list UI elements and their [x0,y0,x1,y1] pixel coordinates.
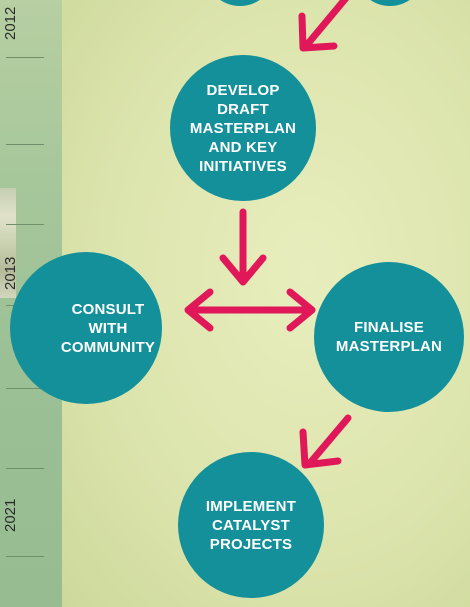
finalise-node-label: FINALISE MASTERPLAN [335,319,443,355]
timeline-tick [6,556,44,557]
timeline-tick [6,388,44,389]
timeline-tick [6,468,44,469]
consult-node-label: CONSULT WITH COMMUNITY [60,300,156,356]
finalise-masterplan-node: FINALISE MASTERPLAN [314,262,464,412]
develop-draft-masterplan-node: DEVELOP DRAFT MASTERPLAN AND KEY INITIAT… [170,55,316,201]
previous-step-left-node [205,0,275,6]
arrow-to-develop [298,0,349,52]
develop-node-label: DEVELOP DRAFT MASTERPLAN AND KEY INITIAT… [189,81,297,175]
implement-catalyst-node: IMPLEMENT CATALYST PROJECTS [178,452,324,598]
previous-step-right-node [355,0,425,6]
timeline-tick [6,144,44,145]
arrow-consult-finalise [184,288,316,332]
arrow-to-implement [299,414,352,469]
consult-community-node: CONSULT WITH COMMUNITY [10,252,162,404]
timeline-tick [6,224,44,225]
arrow-develop-down [219,208,267,286]
photo-strip [0,188,16,298]
timeline-tick [6,57,44,58]
implement-node-label: IMPLEMENT CATALYST PROJECTS [205,497,297,553]
